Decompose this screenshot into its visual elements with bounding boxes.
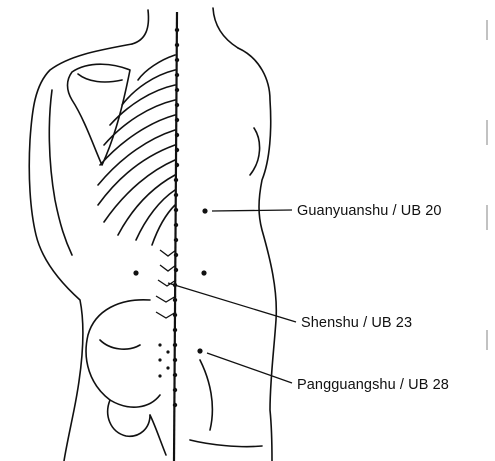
acupoint-ub20 xyxy=(202,208,292,213)
rib-8 xyxy=(104,160,175,222)
torso-left-outline xyxy=(29,44,132,461)
scapula-spine xyxy=(78,74,122,82)
gluteal-fold xyxy=(190,440,262,447)
label-pangguangshu-ub28: Pangguangshu / UB 28 xyxy=(297,377,449,393)
neck-left-line xyxy=(132,10,148,44)
neck-right-line xyxy=(213,8,238,48)
pelvis-inner-line xyxy=(100,340,140,349)
buttock-line xyxy=(200,360,212,430)
rib-4 xyxy=(104,100,175,145)
shoulder-blade-right xyxy=(250,128,260,175)
pelvis-ilium xyxy=(86,300,160,407)
sacrum-lower-line xyxy=(150,415,166,455)
label-guanyuanshu-ub20: Guanyuanshu / UB 20 xyxy=(297,203,442,219)
left-arm-inner-line xyxy=(49,90,72,255)
rib-10 xyxy=(136,190,175,240)
rib-9 xyxy=(118,175,175,235)
rib-11 xyxy=(152,205,175,245)
torso-right-outline xyxy=(238,48,276,461)
acupoint-ub28 xyxy=(197,348,292,383)
spine xyxy=(156,12,179,461)
label-shenshu-ub23: Shenshu / UB 23 xyxy=(301,315,412,331)
acupoint-ub23 xyxy=(133,270,296,322)
